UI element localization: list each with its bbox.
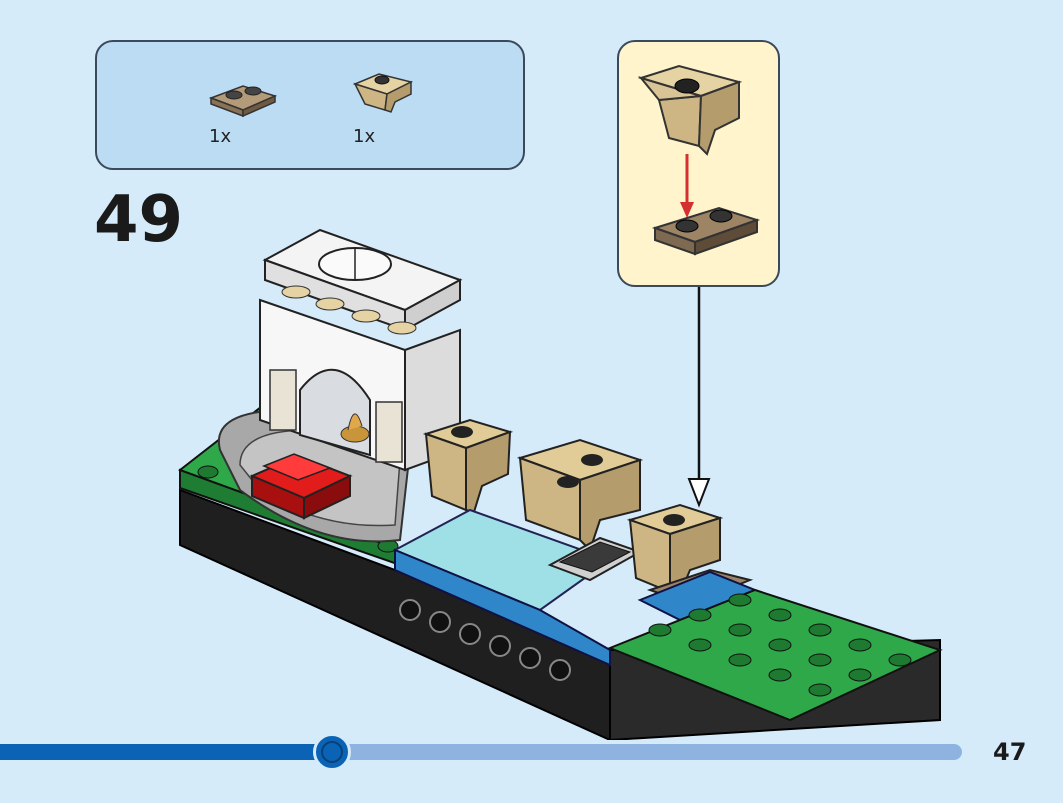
model-illustration bbox=[178, 228, 943, 740]
part-quantity: 1x bbox=[209, 126, 232, 147]
dark-tan-plate-icon bbox=[208, 85, 278, 118]
tan-bracket-icon bbox=[352, 73, 414, 113]
subassembly-callout bbox=[617, 40, 780, 287]
progress-knob[interactable] bbox=[313, 733, 351, 771]
step-number: 49 bbox=[94, 183, 184, 257]
page-number: 47 bbox=[993, 738, 1027, 766]
placement-arrow bbox=[687, 287, 711, 508]
progress-fill bbox=[0, 744, 329, 760]
parts-list-box: 1x 1x bbox=[95, 40, 525, 170]
part-quantity: 1x bbox=[353, 126, 376, 147]
subassembly-diagram bbox=[637, 64, 761, 256]
